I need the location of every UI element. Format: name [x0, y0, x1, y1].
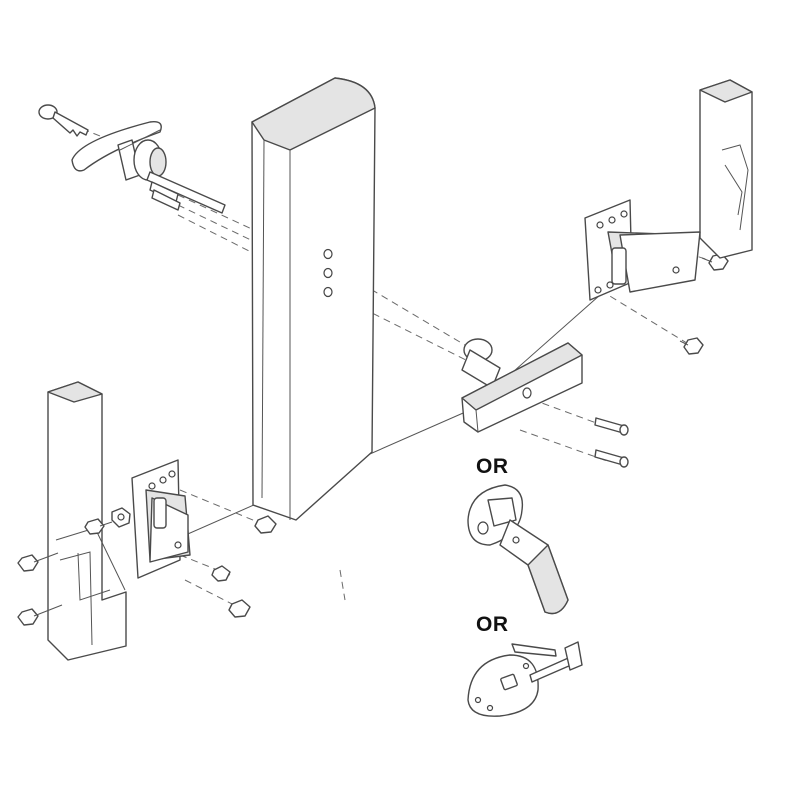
cam-lever-alternative	[467, 484, 569, 615]
hex-bolt	[84, 518, 113, 535]
door-panel	[251, 77, 376, 521]
upper-keeper-bracket	[584, 199, 701, 301]
key	[38, 104, 89, 137]
lower-keeper-bracket	[131, 459, 191, 579]
hex-bolt	[254, 515, 277, 534]
lower-keeper-post	[47, 381, 127, 661]
hex-nut	[111, 507, 131, 528]
upper-keeper-post	[699, 79, 753, 259]
latch-housing	[461, 338, 583, 433]
or-label-second: OR	[476, 613, 509, 636]
hex-bolt	[17, 604, 63, 626]
hex-bolt	[211, 565, 231, 582]
hex-bolt	[228, 599, 251, 618]
long-screw	[594, 449, 629, 468]
bolt-plate-alternative	[467, 641, 583, 717]
or-label-first: OR	[476, 455, 509, 478]
hex-bolt	[17, 552, 59, 572]
t-handle-lock	[71, 121, 226, 214]
hex-bolt	[679, 337, 704, 355]
long-screw	[594, 417, 629, 436]
